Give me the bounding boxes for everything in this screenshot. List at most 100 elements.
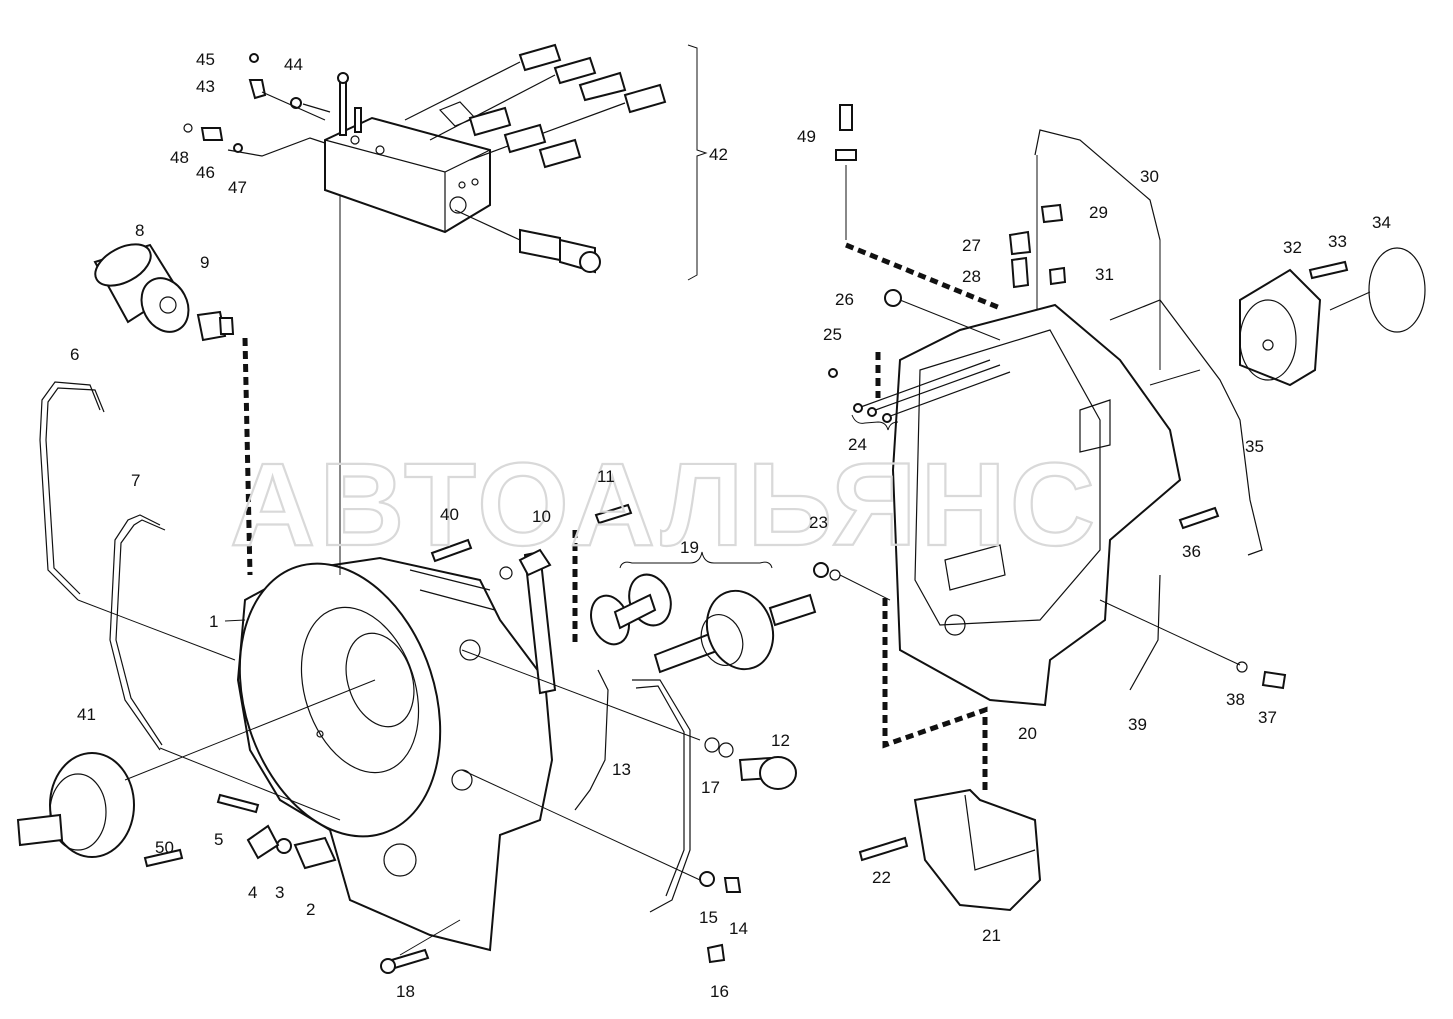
solenoid-valve-4: [469, 83, 667, 161]
label-12: 12: [771, 731, 790, 750]
plug-31: [1048, 266, 1067, 286]
label-35: 35: [1245, 437, 1264, 456]
washer-15: [699, 871, 715, 887]
oil-line-13: [574, 669, 609, 811]
label-21: 21: [982, 926, 1001, 945]
oil-line-6: [39, 381, 105, 601]
label-14: 14: [729, 919, 748, 938]
oil-line-35: [1109, 299, 1263, 556]
solenoid-valve-3: [438, 71, 627, 127]
bolt-5: [216, 793, 260, 814]
valve-block-assembly: [183, 43, 708, 281]
rear-cover-housing: [891, 303, 1182, 707]
plug-29: [1040, 203, 1064, 224]
label-38: 38: [1226, 690, 1245, 709]
oil-line-17: [632, 679, 691, 913]
label-15: 15: [699, 908, 718, 927]
label-22: 22: [872, 868, 891, 887]
label-39: 39: [1128, 715, 1147, 734]
o-ring-34: [1368, 247, 1426, 333]
plug-16: [706, 943, 726, 964]
filter-adapter: [196, 310, 235, 342]
label-49: 49: [797, 127, 816, 146]
solenoid-valve-1: [404, 43, 562, 121]
sensor-37: [1261, 670, 1287, 690]
label-18: 18: [396, 982, 415, 1001]
label-33: 33: [1328, 232, 1347, 251]
watermark-text: АВТОАЛЬЯНС: [230, 439, 1099, 571]
label-7: 7: [131, 471, 140, 490]
bolt-33: [1308, 260, 1349, 280]
plug-14: [723, 877, 742, 893]
label-24: 24: [848, 435, 867, 454]
bolt-36: [1178, 506, 1220, 530]
pump-motor: [1239, 268, 1322, 387]
label-46: 46: [196, 163, 215, 182]
plug-27: [1008, 230, 1032, 256]
label-9: 9: [200, 253, 209, 272]
temp-sensor-49: [839, 104, 853, 131]
label-41: 41: [77, 705, 96, 724]
label-43: 43: [196, 77, 215, 96]
pin-25: [828, 368, 838, 378]
label-30: 30: [1140, 167, 1159, 186]
label-42: 42: [709, 145, 728, 164]
label-3: 3: [275, 883, 284, 902]
bolt-11: [594, 503, 633, 525]
label-16: 16: [710, 982, 729, 1001]
main-transmission-housing: [236, 556, 554, 952]
label-23: 23: [809, 513, 828, 532]
hydraulic-pump: [16, 752, 135, 858]
cover-plate-4: [246, 824, 280, 860]
drain-plug: [704, 737, 797, 790]
washer-38: [1236, 661, 1248, 673]
oil-line-39: [1129, 574, 1161, 691]
idler-gear-shaft: [590, 573, 672, 646]
label-10: 10: [532, 507, 551, 526]
solenoid-valve-2: [429, 56, 597, 141]
label-25: 25: [823, 325, 842, 344]
label-8: 8: [135, 221, 144, 240]
label-45: 45: [196, 50, 215, 69]
fitting-46: [200, 127, 224, 141]
label-34: 34: [1372, 213, 1391, 232]
pressure-valve-cartridge: [454, 209, 601, 274]
o-ring-3: [276, 838, 292, 854]
protective-cover: [913, 788, 1042, 912]
oil-line-30: [1034, 129, 1161, 370]
plug-26: [884, 289, 902, 307]
suction-tube: [499, 548, 557, 695]
label-36: 36: [1182, 542, 1201, 561]
label-48: 48: [170, 148, 189, 167]
label-28: 28: [962, 267, 981, 286]
label-4: 4: [248, 883, 257, 902]
bolt-40: [430, 538, 473, 563]
label-5: 5: [214, 830, 223, 849]
label-13: 13: [612, 760, 631, 779]
o-ring-48: [183, 123, 193, 133]
elbow-fitting-43: [248, 79, 267, 100]
o-ring-45: [249, 53, 259, 63]
label-47: 47: [228, 178, 247, 197]
oil-line-7: [109, 514, 166, 751]
plug-23: [813, 562, 829, 578]
clutch-shaft-assembly: [653, 589, 817, 674]
label-31: 31: [1095, 265, 1114, 284]
label-44: 44: [284, 55, 303, 74]
sleeve-28: [1010, 256, 1030, 289]
callout-labels: 1 2 3 4 5 6 7 8 9 10 11 12 13 14 15 16 1…: [70, 50, 1391, 1001]
label-50: 50: [155, 838, 174, 857]
label-6: 6: [70, 345, 79, 364]
label-20: 20: [1018, 724, 1037, 743]
label-37: 37: [1258, 708, 1277, 727]
bolt-50: [143, 848, 184, 868]
label-32: 32: [1283, 238, 1302, 257]
label-29: 29: [1089, 203, 1108, 222]
label-40: 40: [440, 505, 459, 524]
label-19: 19: [680, 538, 699, 557]
oil-filter: [93, 243, 190, 333]
label-17: 17: [701, 778, 720, 797]
label-1: 1: [209, 612, 218, 631]
bolt-22: [858, 836, 909, 862]
